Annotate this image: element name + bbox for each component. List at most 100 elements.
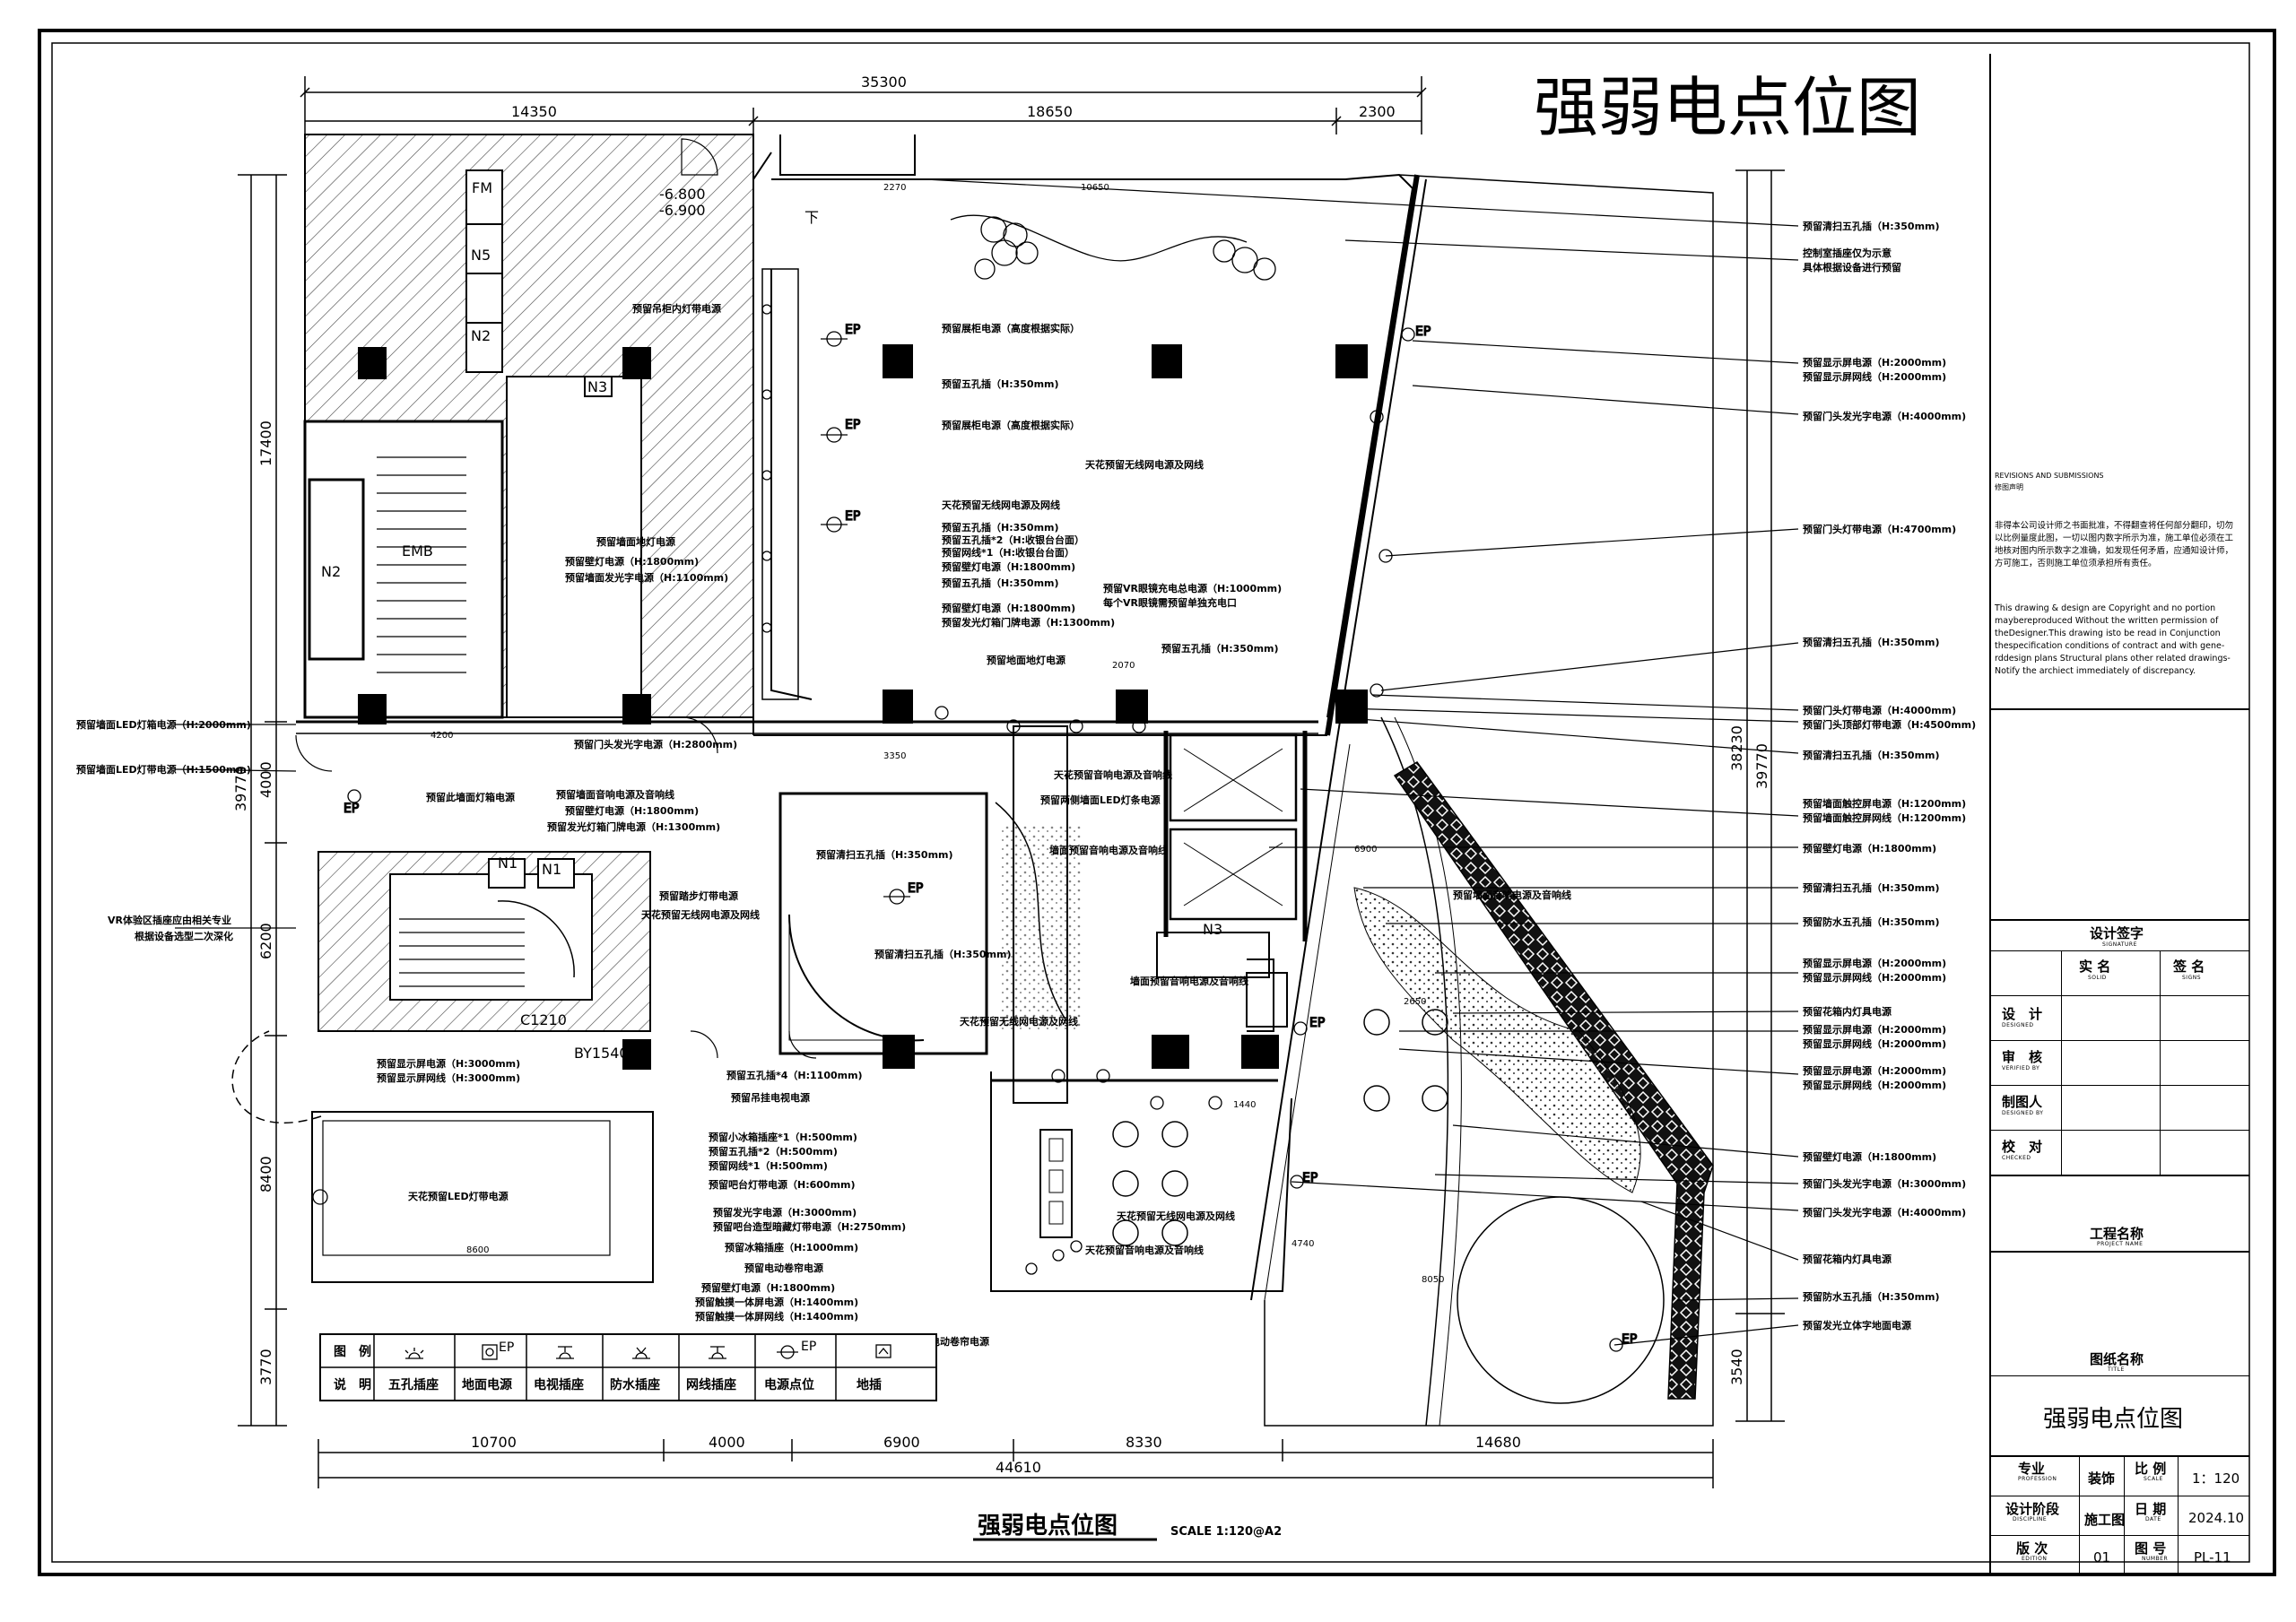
room-label: N5 <box>471 247 491 264</box>
scale-label: 比 例 <box>2135 1461 2167 1477</box>
svg-text:EP: EP <box>845 323 860 337</box>
annotation: 天花预留LED灯带电源 <box>408 1190 509 1202</box>
legend-ep-label: EP <box>499 1340 514 1355</box>
dim-left-1: 17400 <box>257 421 274 466</box>
role-designer: 设 计 <box>2002 1006 2043 1022</box>
annotation: 预留门头发光字电源（H:4000mm) <box>1803 1206 1966 1219</box>
room-label: N1 <box>542 861 561 878</box>
title-block: REVISIONS AND SUBMISSIONS 修图声明 非得本公司设计师之… <box>1989 54 2249 1576</box>
dim-bottom-3: 6900 <box>883 1434 920 1451</box>
legend-item: 电源点位 <box>764 1377 814 1392</box>
revisions-cn: 修图声明 <box>1995 483 2023 491</box>
notice-en: This drawing & design are Copyright and … <box>1995 603 2231 676</box>
legend-symbol-icon <box>404 1344 891 1360</box>
legend-row-label: 图 例 <box>334 1344 371 1359</box>
phase-label-en: DISCIPLINE <box>2013 1516 2048 1522</box>
annotation: 预留五孔插*2（H:500mm) <box>709 1145 838 1158</box>
legend-row-label: 说 明 <box>334 1377 371 1392</box>
drawing-caption: 强弱电点位图 <box>978 1512 1118 1540</box>
annotation: 预留门头发光字电源（H:4000mm) <box>1803 410 1966 422</box>
date-label: 日 期 <box>2135 1501 2167 1517</box>
annotation: 预留壁灯电源（H:1800mm) <box>942 602 1075 614</box>
legend-table: 图 例 说 明 五孔插座 地面电源 电视插座 防水插座 网线插座 电源点位 地插… <box>319 1333 937 1401</box>
annotation: 预留显示屏电源（H:3000mm) <box>377 1057 520 1070</box>
annotation: 预留展柜电源（高度根据实际） <box>942 322 1080 334</box>
role-verifier: 审 核 <box>2002 1049 2043 1065</box>
page-title: 强弱电点位图 <box>1534 70 1921 145</box>
legend-ep-label: EP <box>801 1340 816 1354</box>
room-label: -6.800 <box>659 186 706 203</box>
annotation: 预留清扫五孔插（H:350mm) <box>1803 749 1940 761</box>
annotation: 预留花箱内灯具电源 <box>1803 1253 1892 1265</box>
annotation: 预留清扫五孔插（H:350mm) <box>816 848 953 861</box>
annotation: 预留壁灯电源（H:1800mm) <box>565 555 699 568</box>
annotation: 预留显示屏网线（H:2000mm) <box>1803 1079 1946 1091</box>
notice-cn: 非得本公司设计师之书面批准，不得翻查将任何部分翻印，切勿以比例量度此图，一切以图… <box>1995 521 2234 568</box>
edition-value: 01 <box>2093 1549 2111 1566</box>
scale-value: 1：120 <box>2192 1470 2240 1487</box>
annotation: 每个VR眼镜需预留单独充电口 <box>1103 596 1237 609</box>
dim-top-3: 2300 <box>1359 103 1396 120</box>
dim-right-2: 3540 <box>1728 1349 1745 1385</box>
legend-item: 网线插座 <box>686 1377 736 1392</box>
edition-label-en: EDITION <box>2022 1556 2048 1562</box>
misc-dimension: 1440 <box>1233 1100 1256 1110</box>
dimension-right <box>1735 169 1785 1422</box>
misc-dimension: 4200 <box>430 731 453 741</box>
annotation: 预留触摸一体屏电源（H:1400mm) <box>695 1296 858 1308</box>
annotation: 天花预留音响电源及音响线 <box>1054 768 1172 781</box>
room-label: N1 <box>498 854 517 872</box>
legend-item: 电视插座 <box>534 1377 584 1392</box>
annotation: 预留壁灯电源（H:1800mm) <box>942 560 1075 573</box>
annotation: 预留发光立体字地面电源 <box>1803 1319 1911 1331</box>
leader-lines <box>174 178 1799 1346</box>
project-name-label: 工程名称 <box>2090 1226 2144 1242</box>
annotation: 预留网线*1（H:500mm) <box>709 1159 828 1172</box>
role-drafter: 制图人 <box>2002 1094 2043 1110</box>
misc-dimension: 3350 <box>883 751 906 761</box>
signature-title-en: SIGNATURE <box>2102 941 2137 948</box>
drawing-title: 强弱电点位图 <box>2043 1406 2184 1433</box>
dim-left-5: 3770 <box>257 1349 274 1385</box>
annotation: 预留清扫五孔插（H:350mm) <box>1803 220 1940 232</box>
annotation: 预留小冰箱插座*1（H:500mm) <box>709 1131 857 1143</box>
annotation: 预留显示屏电源（H:2000mm) <box>1803 1023 1946 1036</box>
number-label: 图 号 <box>2135 1540 2167 1557</box>
drawing-name-label: 图纸名称 <box>2090 1351 2144 1367</box>
misc-dimension: 8050 <box>1422 1275 1444 1285</box>
role-checker-en: CHECKED <box>2002 1155 2031 1161</box>
room-label: N2 <box>471 327 491 344</box>
svg-text:EP: EP <box>845 509 860 524</box>
dim-left-2: 4000 <box>257 761 274 798</box>
annotation: 预留踏步灯带电源 <box>659 889 738 902</box>
phase-value: 施工图 <box>2084 1512 2126 1528</box>
misc-dimension: 2270 <box>883 183 906 193</box>
annotation: 预留展柜电源（高度根据实际） <box>942 419 1080 431</box>
dim-right-total: 39770 <box>1753 743 1770 789</box>
annotation: 预留触摸一体屏网线（H:1400mm) <box>695 1310 858 1323</box>
annotation: 预留吊柜内灯带电源 <box>632 302 721 315</box>
svg-text:EP: EP <box>1415 325 1431 339</box>
legend-item: 地插 <box>857 1377 882 1392</box>
edition-label: 版 次 <box>2016 1540 2048 1557</box>
annotations-left: 预留墙面LED灯箱电源（H:2000mm) 预留墙面LED灯带电源（H:1500… <box>76 718 251 942</box>
inner-frame <box>51 42 2250 1563</box>
annotation: 预留门头灯带电源（H:4700mm) <box>1803 523 1956 535</box>
specialty-label: 专业 <box>2018 1461 2046 1477</box>
revisions-title: REVISIONS AND SUBMISSIONS <box>1995 472 2104 480</box>
name-header-en: SOLID <box>2088 975 2107 981</box>
annotation: 预留门头发光字电源（H:2800mm) <box>574 738 737 750</box>
planter-strip <box>1393 761 1714 1400</box>
role-checker: 校 对 <box>2002 1139 2043 1155</box>
annotation: 预留壁灯电源（H:1800mm) <box>1803 1150 1936 1163</box>
annotation: 墙面预留音响电源及音响线 <box>1130 975 1248 987</box>
annotation: 预留五孔插*2（H:收银台台面） <box>942 533 1084 546</box>
name-header: 实 名 <box>2079 958 2111 975</box>
annotation: 预留墙面音响电源及音响线 <box>1453 889 1571 901</box>
dimension-bottom <box>317 1439 1714 1488</box>
dim-top-total: 35300 <box>861 74 907 91</box>
annotations-right: 预留清扫五孔插（H:350mm) 控制室插座仅为示意 具体根据设备进行预留 预留… <box>1803 220 1976 1331</box>
svg-text:EP: EP <box>845 418 860 432</box>
legend-item: 防水插座 <box>610 1377 660 1392</box>
dim-top-2: 18650 <box>1027 103 1073 120</box>
